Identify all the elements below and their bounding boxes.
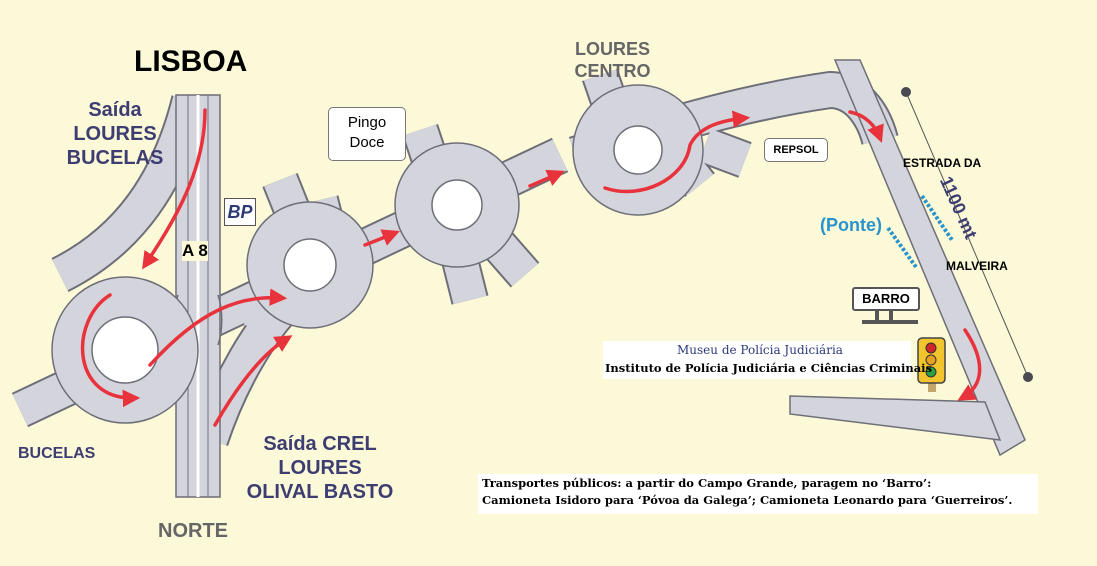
sign-post-icon <box>862 305 918 324</box>
roundabout-bucelas <box>51 276 199 424</box>
exit-loures-bucelas-label: Saída LOURES BUCELAS <box>60 98 170 170</box>
transport-line1: Transportes públicos: a partir do Campo … <box>482 476 932 490</box>
transport-box: Transportes públicos: a partir do Campo … <box>478 474 1038 514</box>
lisboa-label: LISBOA <box>134 45 248 78</box>
exit-loures-bucelas-line2: LOURES <box>73 123 157 145</box>
loures-centro-label: LOURES CENTRO <box>565 38 660 82</box>
loures-centro-line1: LOURES <box>574 39 650 59</box>
loures-centro-line2: CENTRO <box>574 61 651 81</box>
roundabout-loures-centro <box>572 84 704 216</box>
roundabout-bp <box>246 201 374 329</box>
museum-box: Museu de Polícia Judiciária Instituto de… <box>603 341 932 379</box>
pingo-doce-line2: Doce <box>349 134 385 151</box>
highway-label: A 8 <box>182 241 208 261</box>
north-label: NORTE <box>158 520 228 542</box>
traffic-light-icon <box>917 337 946 392</box>
roundabout-pingo-doce <box>394 142 520 268</box>
pingo-doce-sign: Pingo Doce <box>328 107 406 161</box>
exit-loures-bucelas-line3: BUCELAS <box>66 147 164 169</box>
institute-name: Instituto de Polícia Judiciária e Ciênci… <box>605 361 932 375</box>
bucelas-label: BUCELAS <box>18 445 96 462</box>
bp-logo: BP <box>224 198 256 226</box>
distance-line <box>901 87 1033 382</box>
estrada-label: ESTRADA DA <box>903 156 982 170</box>
route-arrows <box>80 108 982 427</box>
malveira-label: MALVEIRA <box>946 259 1008 273</box>
repsol-sign: REPSOL <box>764 138 828 162</box>
barro-sign: BARRO <box>852 287 920 311</box>
transport-line2: Camioneta Isidoro para ‘Póvoa da Galega’… <box>482 493 1013 507</box>
exit-crel-line1: Saída CREL <box>263 433 377 455</box>
exit-crel-label: Saída CREL LOURES OLIVAL BASTO <box>230 432 410 504</box>
distance-text: 1100 mt <box>936 173 981 241</box>
ponte-bridge-marks <box>886 194 954 269</box>
pingo-doce-line1: Pingo <box>347 114 387 131</box>
exit-loures-bucelas-line1: Saída <box>88 99 142 121</box>
exit-crel-line3: OLIVAL BASTO <box>246 481 394 503</box>
distance-label: 1100 mt <box>936 173 981 241</box>
ponte-label: (Ponte) <box>820 215 882 235</box>
exit-crel-line2: LOURES <box>278 457 362 479</box>
museum-name: Museu de Polícia Judiciária <box>677 343 843 357</box>
